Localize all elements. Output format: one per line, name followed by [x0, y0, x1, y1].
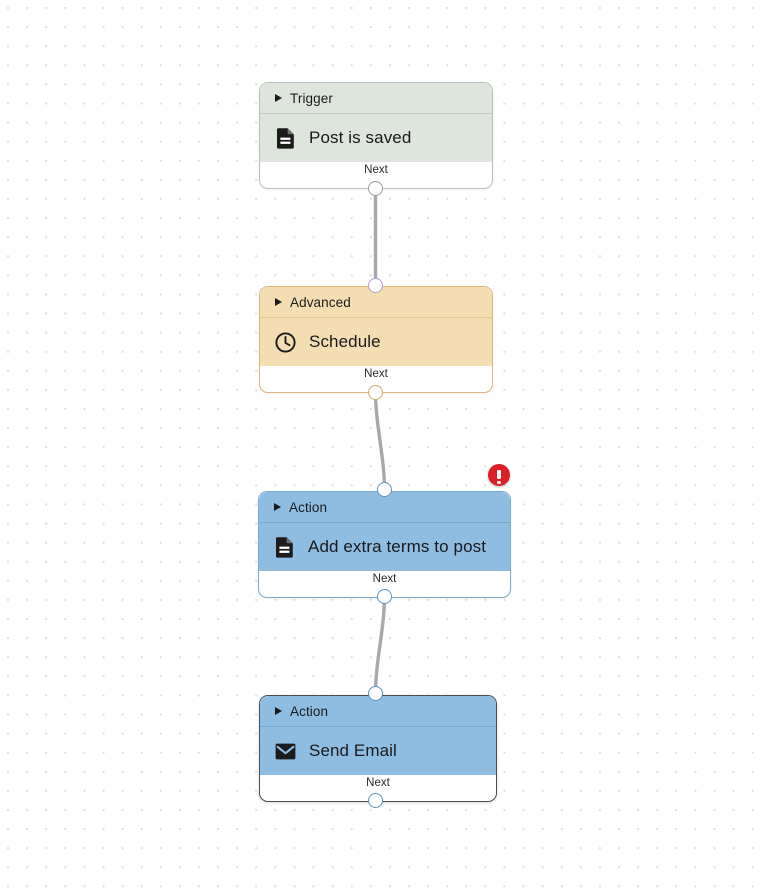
- exclamation-glyph: [497, 470, 502, 485]
- node-inner: Trigger Post is saved Next: [260, 83, 492, 188]
- port-action1-in[interactable]: [377, 482, 392, 497]
- node-title: Schedule: [309, 332, 381, 351]
- node-header-action[interactable]: Action: [259, 492, 510, 523]
- node-kind-label: Advanced: [290, 294, 351, 310]
- node-body[interactable]: Schedule: [260, 318, 492, 366]
- node-title: Send Email: [309, 741, 397, 760]
- node-next-label: Next: [366, 777, 390, 789]
- node-header-trigger[interactable]: Trigger: [260, 83, 492, 114]
- port-advanced-out[interactable]: [368, 385, 383, 400]
- error-exclamation-icon[interactable]: [488, 464, 510, 486]
- workflow-node-action-add-terms[interactable]: Action Add extra terms to post Next: [258, 491, 511, 598]
- node-next-label: Next: [364, 368, 388, 380]
- port-action2-in[interactable]: [368, 686, 383, 701]
- chevron-right-icon[interactable]: [275, 94, 282, 102]
- edge-action1-to-action2: [373, 594, 387, 695]
- document-icon: [275, 127, 296, 149]
- node-body[interactable]: Send Email: [260, 727, 496, 775]
- port-action2-out[interactable]: [368, 793, 383, 808]
- port-action1-out[interactable]: [377, 589, 392, 604]
- node-header-action[interactable]: Action: [260, 696, 496, 727]
- chevron-right-icon[interactable]: [274, 503, 281, 511]
- node-kind-label: Action: [289, 499, 328, 515]
- node-inner: Advanced Schedule Next: [260, 287, 492, 392]
- document-icon: [274, 536, 295, 558]
- node-title: Post is saved: [309, 128, 412, 147]
- node-next-label: Next: [364, 164, 388, 176]
- node-inner: Action Send Email Next: [260, 696, 496, 801]
- node-title: Add extra terms to post: [308, 537, 487, 556]
- node-inner: Action Add extra terms to post Next: [259, 492, 510, 597]
- node-kind-label: Action: [290, 703, 329, 719]
- node-body[interactable]: Add extra terms to post: [259, 523, 510, 571]
- node-next-label: Next: [372, 573, 397, 585]
- node-body[interactable]: Post is saved: [260, 114, 492, 162]
- node-kind-label: Trigger: [290, 90, 333, 106]
- chevron-right-icon[interactable]: [275, 707, 282, 715]
- clock-icon: [275, 331, 296, 353]
- port-trigger-out[interactable]: [368, 181, 383, 196]
- port-advanced-in[interactable]: [368, 278, 383, 293]
- workflow-node-trigger[interactable]: Trigger Post is saved Next: [259, 82, 493, 189]
- chevron-right-icon[interactable]: [275, 298, 282, 306]
- workflow-node-action-send-email[interactable]: Action Send Email Next: [259, 695, 497, 802]
- envelope-icon: [275, 741, 296, 762]
- workflow-node-advanced[interactable]: Advanced Schedule Next: [259, 286, 493, 393]
- edge-advanced-to-action1: [373, 390, 387, 491]
